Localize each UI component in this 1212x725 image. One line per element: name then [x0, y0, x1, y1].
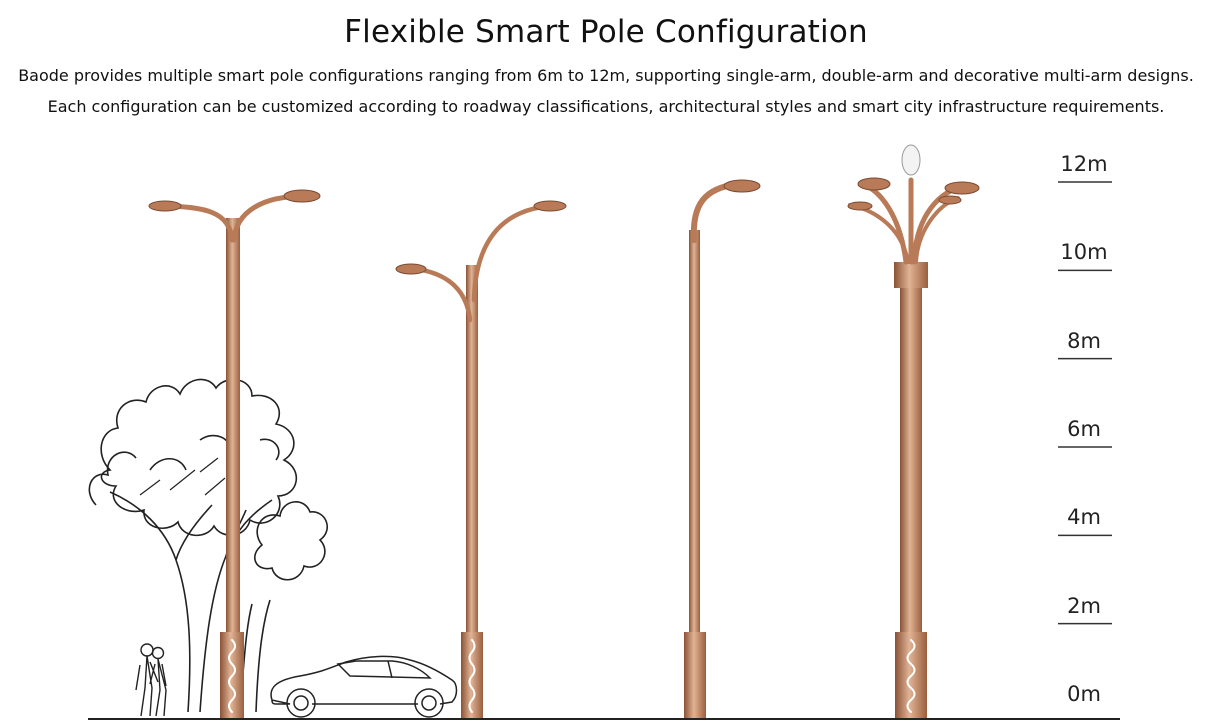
pole-double-arm [395, 200, 567, 718]
car-sketch [270, 655, 458, 718]
height-scale [1058, 181, 1112, 625]
pole-double-arm-tall [148, 189, 321, 718]
people-sketch [135, 643, 167, 717]
scale-label-10m: 10m [1060, 240, 1108, 265]
scale-label-4m: 4m [1067, 505, 1101, 530]
pole-decorative-multi-arm [847, 144, 980, 718]
tree-sketch [88, 378, 329, 713]
description-line-1: Baode provides multiple smart pole confi… [18, 66, 1194, 85]
scale-label-2m: 2m [1067, 593, 1101, 618]
scale-label-12m: 12m [1060, 152, 1108, 176]
page-title: Flexible Smart Pole Configuration [344, 14, 868, 50]
scale-label-8m: 8m [1067, 328, 1101, 353]
scale-label-0m: 0m [1067, 682, 1101, 706]
pole-single-arm [684, 179, 761, 718]
description-line-2: Each configuration can be customized acc… [47, 97, 1165, 116]
scale-label-6m: 6m [1067, 417, 1101, 441]
